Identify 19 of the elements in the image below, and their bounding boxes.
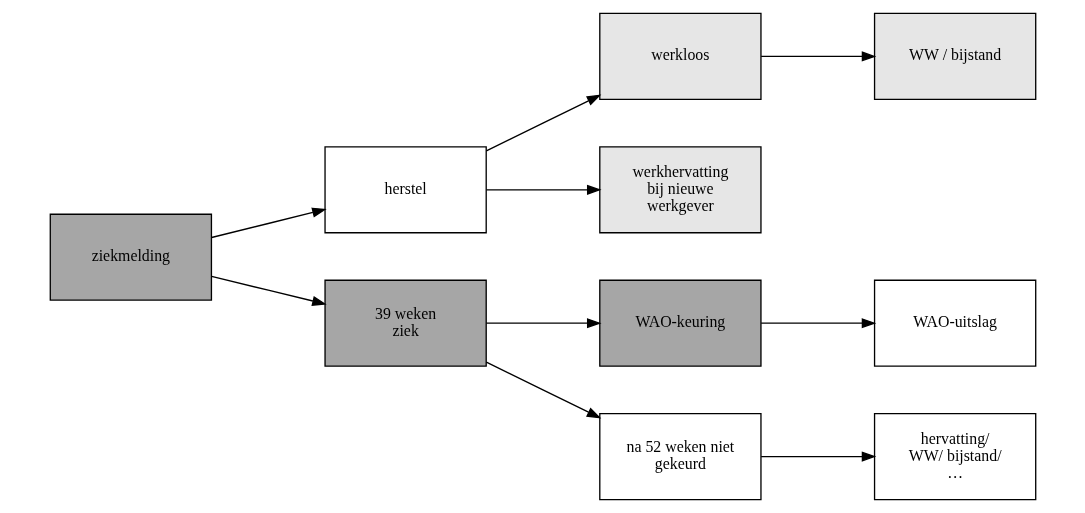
node-box: ziekmelding (49, 213, 212, 301)
node-box: WAO-keuring (598, 279, 762, 367)
node-box: 39 weken ziek (323, 279, 487, 367)
arrow (485, 184, 601, 195)
node-box: werkhervatting bij nieuwe werkgever (598, 146, 762, 234)
arrow (760, 318, 876, 329)
arrow (485, 94, 601, 152)
node-box: herstel (323, 146, 487, 234)
arrow (210, 275, 327, 306)
arrow (210, 207, 327, 239)
node-box: WAO-uitslag (873, 279, 1036, 367)
node-box: hervatting/ WW/ bijstand/ … (873, 413, 1036, 501)
arrow (485, 361, 601, 419)
arrow (485, 318, 601, 329)
arrow (760, 51, 876, 62)
node-box: WW / bijstand (873, 12, 1036, 100)
node-box: na 52 weken niet gekeurd (598, 413, 762, 501)
arrow (760, 451, 876, 462)
node-box: werkloos (598, 12, 762, 100)
